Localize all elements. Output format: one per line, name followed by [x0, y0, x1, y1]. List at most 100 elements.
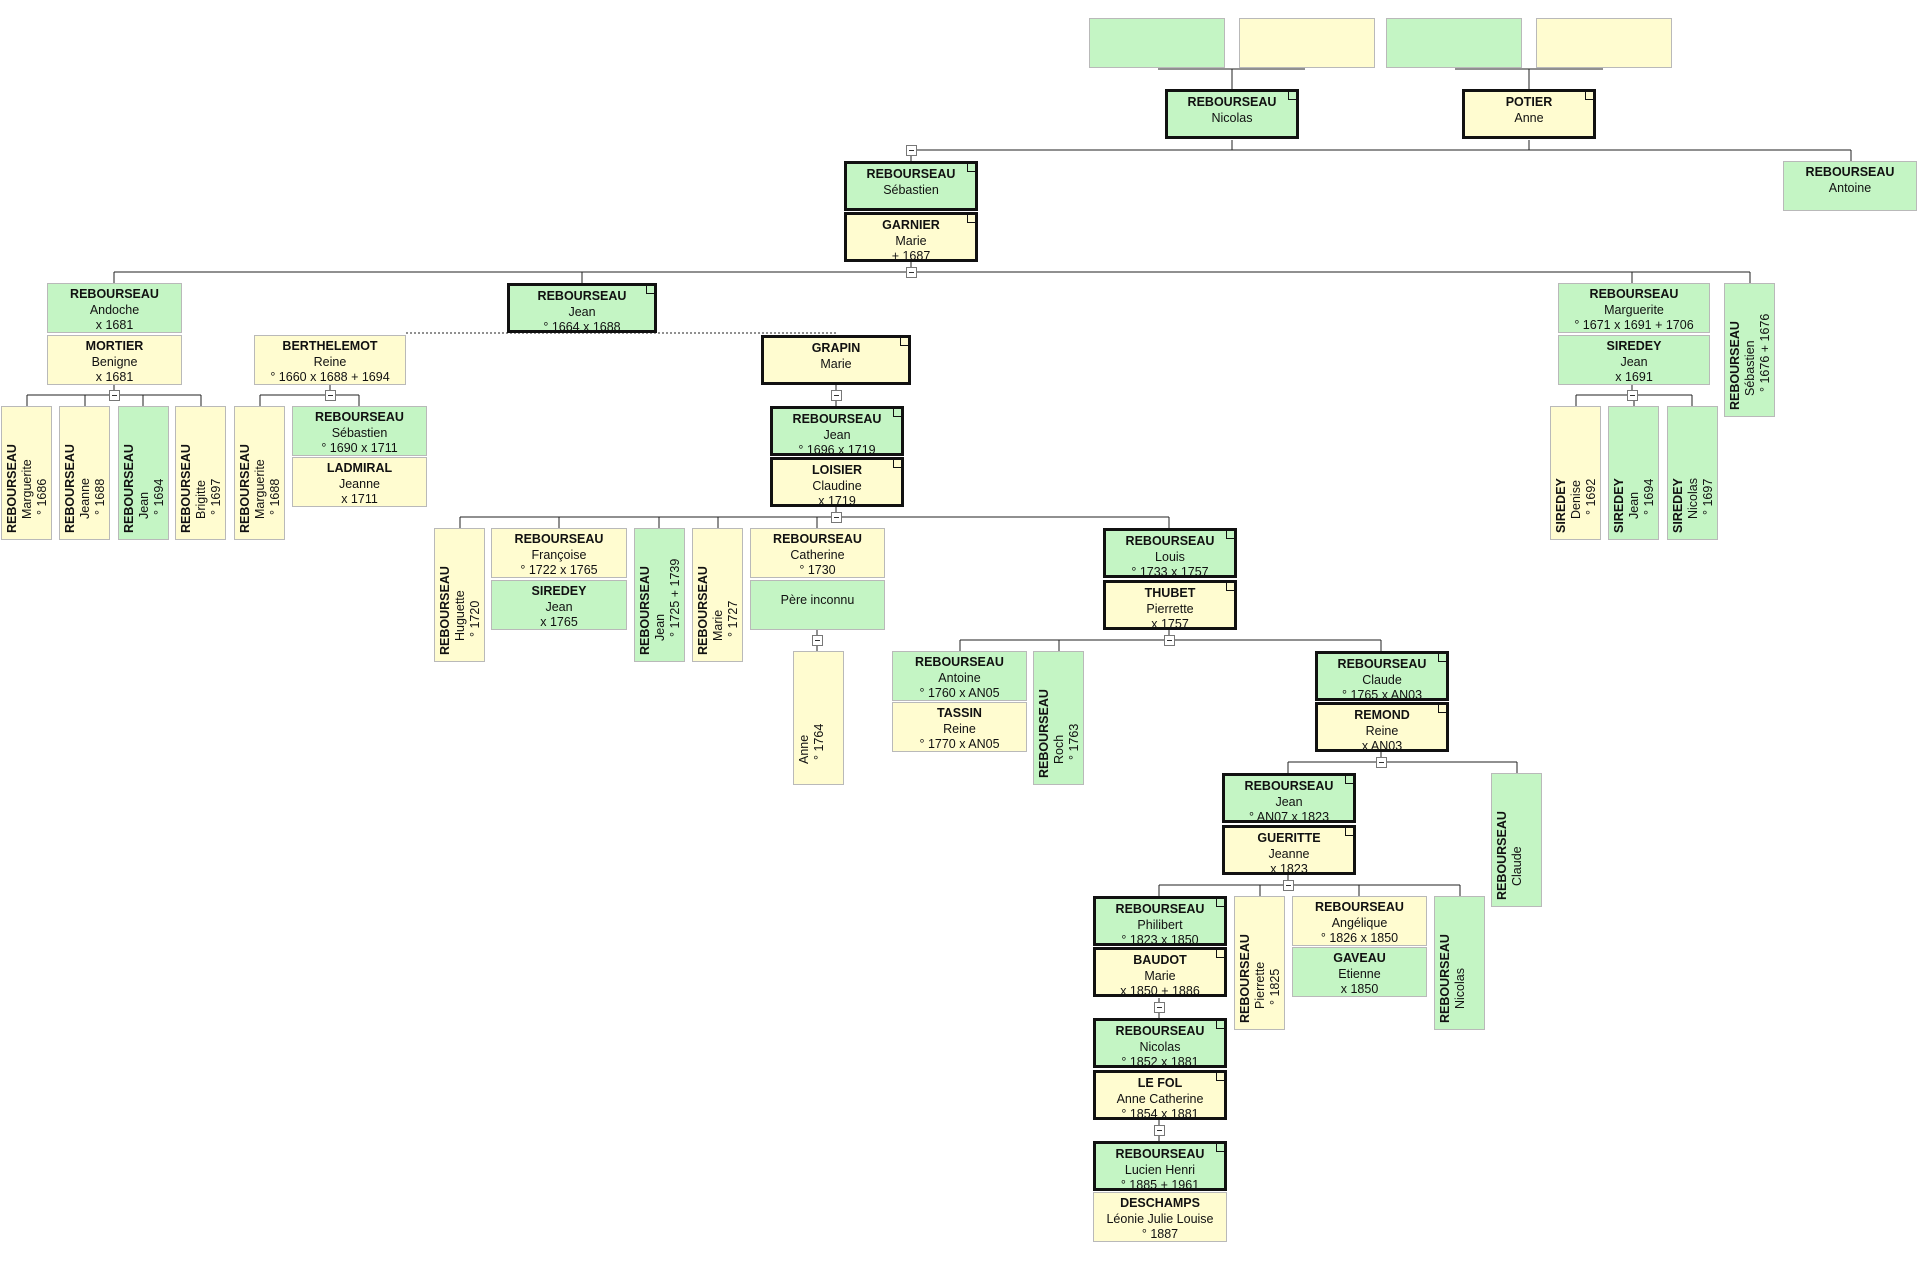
collapse-toggle-icon[interactable] [906, 145, 917, 156]
collapse-toggle-icon[interactable] [1283, 880, 1294, 891]
collapse-toggle-icon[interactable] [1164, 635, 1175, 646]
surname: REBOURSEAU [792, 412, 882, 426]
given-name: Jeanne [338, 476, 380, 491]
collapse-toggle-icon[interactable] [1627, 390, 1638, 401]
collapse-toggle-icon[interactable] [831, 512, 842, 523]
collapse-toggle-icon[interactable] [1376, 757, 1387, 768]
given-name: Jean [1627, 491, 1641, 519]
person-box-pere-inconnu[interactable]: Père inconnu [750, 580, 885, 630]
life-events: ° 1690 x 1711 [321, 441, 398, 455]
surname: GUERITTE [1257, 831, 1321, 845]
collapse-toggle-icon[interactable] [831, 390, 842, 401]
given-name: Nicolas [1211, 110, 1253, 125]
great-grandparent-box-3[interactable] [1386, 18, 1522, 68]
surname: REBOURSEAU [1495, 811, 1509, 900]
life-events: ° 1885 + 1961 [1120, 1178, 1200, 1191]
surname: BAUDOT [1133, 953, 1187, 967]
life-events: ° AN07 x 1823 [1248, 810, 1330, 823]
life-events: x 1681 [95, 370, 134, 384]
person-text: Anne° 1764 [797, 660, 842, 778]
given-name: Pierrette [1146, 601, 1194, 616]
surname: SIREDEY [1606, 339, 1662, 353]
great-grandparent-box-4[interactable] [1536, 18, 1672, 68]
surname: REBOURSEAU [122, 444, 136, 533]
person-box-anne-1764[interactable]: Anne° 1764 [793, 651, 844, 785]
great-grandparent-box-1[interactable] [1089, 18, 1225, 68]
given-name: Angélique [1331, 915, 1388, 930]
collapse-toggle-icon[interactable] [812, 635, 823, 646]
given-name: Denise [1569, 480, 1583, 519]
given-name: Anne [1514, 110, 1544, 125]
collapse-toggle-icon[interactable] [325, 390, 336, 401]
great-grandparent-box-2[interactable] [1239, 18, 1375, 68]
collapse-toggle-icon[interactable] [1154, 1125, 1165, 1136]
collapse-toggle-icon[interactable] [906, 267, 917, 278]
surname: REBOURSEAU [638, 566, 652, 655]
collapse-toggle-icon[interactable] [1154, 1002, 1165, 1013]
collapse-toggle-icon[interactable] [109, 390, 120, 401]
